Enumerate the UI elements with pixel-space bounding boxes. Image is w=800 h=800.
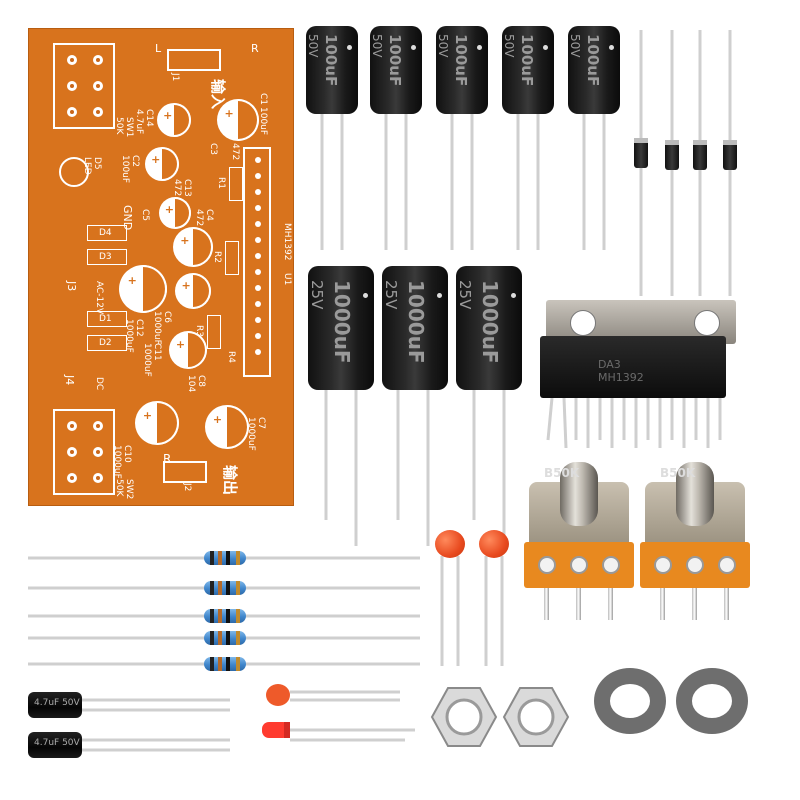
hex-nut-1 xyxy=(430,687,498,747)
ecap-100uf-2: 100uF 50V xyxy=(370,26,422,114)
mini-ecap-4-7uf-1: 4.7uF 50V xyxy=(28,692,82,718)
washer-1 xyxy=(594,668,666,734)
led-d5-footprint xyxy=(59,157,89,187)
d4-label: D4 xyxy=(99,228,112,238)
d2-footprint xyxy=(87,335,127,351)
d4-footprint xyxy=(87,225,127,241)
ecap-1000uf-2: 1000uF 25V xyxy=(382,266,448,390)
diode-4 xyxy=(723,140,737,170)
sw2-footprint xyxy=(53,409,115,495)
r3-footprint xyxy=(207,315,221,349)
label-l: L xyxy=(155,42,162,55)
d3-label: D3 xyxy=(99,252,112,262)
ecap-1000uf-1: 1000uF 25V xyxy=(308,266,374,390)
resistor-2 xyxy=(204,581,246,595)
washer-2 xyxy=(676,668,748,734)
diode-1 xyxy=(634,138,648,168)
r1-footprint xyxy=(229,167,243,201)
c6-footprint-top: + xyxy=(173,227,213,267)
c6-footprint: + xyxy=(175,273,211,309)
d2-label: D2 xyxy=(99,338,112,348)
resistor-1 xyxy=(204,551,246,565)
u1-footprint xyxy=(243,147,271,377)
mini-ecap-4-7uf-2: 4.7uF 50V xyxy=(28,732,82,758)
d3-footprint xyxy=(87,249,127,265)
j1-footprint xyxy=(167,49,221,71)
ecap-100uf-1: 100uF 50V xyxy=(306,26,358,114)
ecap-100uf-5: 100uF 50V xyxy=(568,26,620,114)
hex-nut-2 xyxy=(502,687,570,747)
sw1-footprint xyxy=(53,43,115,129)
ceramic-cap-2 xyxy=(479,530,509,558)
diode-3 xyxy=(693,140,707,170)
ecap-100uf-3: 100uF 50V xyxy=(436,26,488,114)
ceramic-cap-1 xyxy=(435,530,465,558)
label-r: R xyxy=(251,42,259,55)
led-components xyxy=(262,684,290,738)
ecap-1000uf-3: 1000uF 25V xyxy=(456,266,522,390)
d1-label: D1 xyxy=(99,314,112,324)
potentiometer-1: B50K xyxy=(524,462,634,620)
j2-footprint xyxy=(163,461,207,483)
resistor-3 xyxy=(204,609,246,623)
diode-2 xyxy=(665,140,679,170)
mounting-hole-right xyxy=(694,310,720,336)
c7-footprint: + xyxy=(205,405,249,449)
pcb-board: SW1 50K L R J1 输入 + C14 4.7uF + C1 100uF… xyxy=(28,28,294,506)
label-r-bottom: R xyxy=(163,452,172,466)
c2-footprint: + xyxy=(145,147,179,181)
r2-footprint xyxy=(225,241,239,275)
resistor-5 xyxy=(204,657,246,671)
potentiometer-2: B50K xyxy=(640,462,750,620)
resistor-4 xyxy=(204,631,246,645)
mounting-hole-left xyxy=(570,310,596,336)
ecap-100uf-4: 100uF 50V xyxy=(502,26,554,114)
d1-footprint xyxy=(87,311,127,327)
